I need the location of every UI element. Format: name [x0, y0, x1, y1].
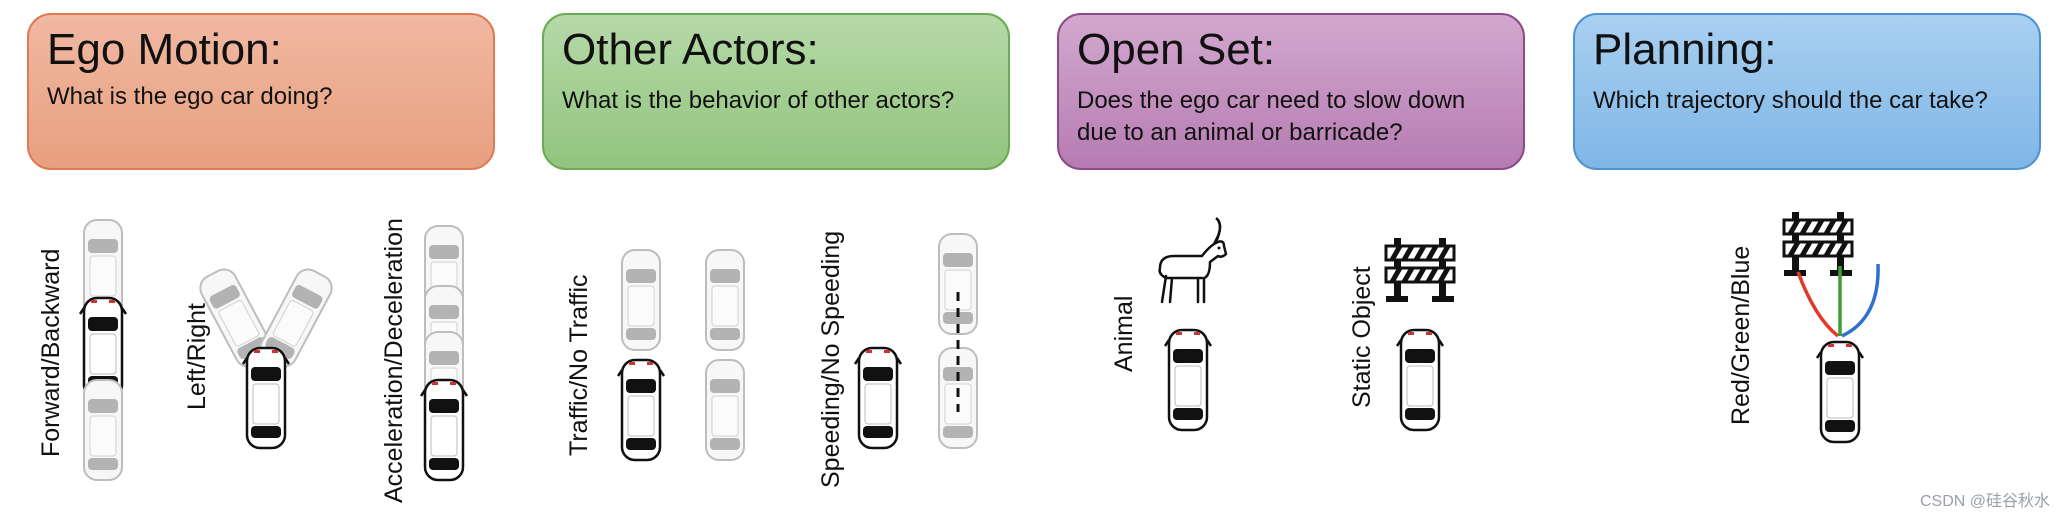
speeding-illustration — [853, 233, 978, 450]
label-traffic: Traffic/No Traffic — [565, 274, 593, 456]
forward-backward-illustration — [78, 219, 128, 481]
ego-car — [1815, 340, 1865, 444]
static-object-illustration — [1386, 238, 1454, 432]
ego-car — [241, 346, 291, 450]
animal-illustration — [1158, 216, 1228, 432]
left-right-illustration — [194, 263, 338, 450]
ego-car — [1163, 328, 1213, 432]
card-title: Planning: — [1593, 25, 1777, 74]
ghost-car — [705, 359, 745, 461]
label-acceleration-deceleration: Acceleration/Deceleration — [380, 218, 408, 503]
goat-icon — [1158, 216, 1228, 304]
traffic-illustration — [616, 249, 745, 462]
ghost-car — [621, 249, 661, 351]
ghost-car-rear — [83, 379, 123, 481]
label-left-right: Left/Right — [183, 302, 211, 410]
blue-trajectory — [1841, 263, 1880, 338]
ghost-car — [705, 249, 745, 351]
barricade-icon — [1784, 212, 1852, 276]
card-other-actors: Other Actors: What is the behavior of ot… — [542, 13, 1010, 170]
acceleration-deceleration-illustration — [419, 225, 469, 482]
label-red-green-blue: Red/Green/Blue — [1727, 245, 1755, 425]
ego-car — [419, 378, 469, 482]
card-ego-motion: Ego Motion: What is the ego car doing? — [27, 13, 495, 170]
label-animal: Animal — [1110, 295, 1138, 372]
red-trajectory — [1796, 271, 1840, 338]
ghost-car — [938, 233, 978, 335]
ego-car — [616, 358, 666, 462]
card-planning: Planning: Which trajectory should the ca… — [1573, 13, 2041, 170]
barricade-icon — [1386, 238, 1454, 302]
card-open-set: Open Set: Does the ego car need to slow … — [1057, 13, 1525, 170]
planning-illustration — [1784, 212, 1880, 444]
ego-car — [1395, 328, 1445, 432]
ego-car — [853, 346, 903, 450]
card-question: Which trajectory should the car take? — [1593, 87, 1988, 114]
label-forward-backward: Forward/Backward — [37, 248, 65, 457]
card-title: Other Actors: — [562, 25, 819, 74]
card-question: What is the ego car doing? — [47, 83, 333, 110]
card-question: What is the behavior of other actors? — [562, 87, 955, 114]
card-title: Ego Motion: — [47, 25, 282, 74]
card-title: Open Set: — [1077, 25, 1276, 74]
card-question: Does the ego car need to slow down due t… — [1077, 87, 1466, 146]
label-static-object: Static Object — [1348, 266, 1376, 408]
label-speeding: Speeding/No Speeding — [817, 230, 845, 488]
watermark: CSDN @硅谷秋水 — [1919, 493, 2050, 510]
